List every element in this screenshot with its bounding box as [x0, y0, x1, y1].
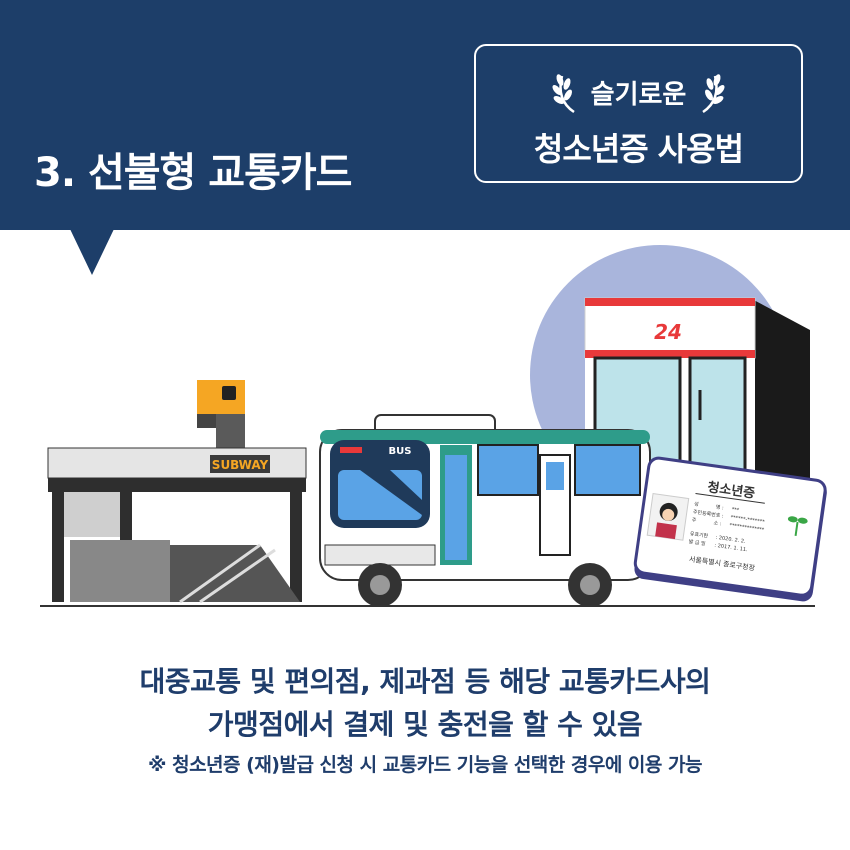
card-name-label: 성 — [694, 500, 700, 508]
bus: BUS — [319, 414, 651, 607]
card-addr-value: ************** — [729, 523, 765, 534]
laurel-right-icon — [702, 74, 725, 114]
bus-sign: BUS — [389, 446, 412, 457]
card-addr-label2: 소 : — [713, 520, 722, 527]
card-id-label: 주민등록번호 : — [692, 508, 724, 519]
card-name-label2: 명 : — [715, 503, 724, 511]
card-issue-value: : 2017. 1. 11. — [714, 543, 748, 554]
card-addr-label: 주 — [691, 517, 697, 524]
badge-title: 청소년증 사용법 — [533, 130, 744, 168]
footnote: ※ 청소년증 (재)발급 신청 시 교통카드 기능을 선택한 경우에 이용 가능 — [148, 754, 702, 776]
usage-guide-badge: 슬기로운 청소년증 사용법 — [474, 44, 803, 183]
card-id-value: ******-******* — [730, 515, 765, 526]
card-name-value: *** — [731, 507, 740, 514]
youth-id-card: 청소년증 성 명 : *** 주민등록번호 : ******-******* 주… — [633, 456, 827, 602]
badge-subtitle: 슬기로운 — [590, 80, 687, 110]
transport-illustration: 24 SUBWAY — [40, 245, 827, 607]
subway-sign: SUBWAY — [212, 458, 269, 472]
laurel-left-icon — [552, 74, 575, 114]
sprout-logo-icon — [787, 516, 808, 536]
card-title: 청소년증 — [706, 479, 756, 502]
card-valid-label: 유효기한 — [689, 530, 709, 540]
train-icon — [222, 386, 236, 400]
store-number: 24 — [654, 320, 682, 344]
subway-station: SUBWAY — [47, 380, 307, 604]
section-title: 3. 선불형 교통카드 — [34, 150, 352, 196]
header-banner — [0, 0, 850, 230]
speech-tail — [70, 229, 114, 275]
card-issue-label: 발 급 일 — [688, 538, 706, 547]
description-line-2: 가맹점에서 결제 및 충전을 할 수 있음 — [207, 708, 643, 741]
description-line-1: 대중교통 및 편의점, 제과점 등 해당 교통카드사의 — [139, 665, 711, 698]
card-valid-value: : 2020. 2. 2. — [715, 535, 746, 545]
